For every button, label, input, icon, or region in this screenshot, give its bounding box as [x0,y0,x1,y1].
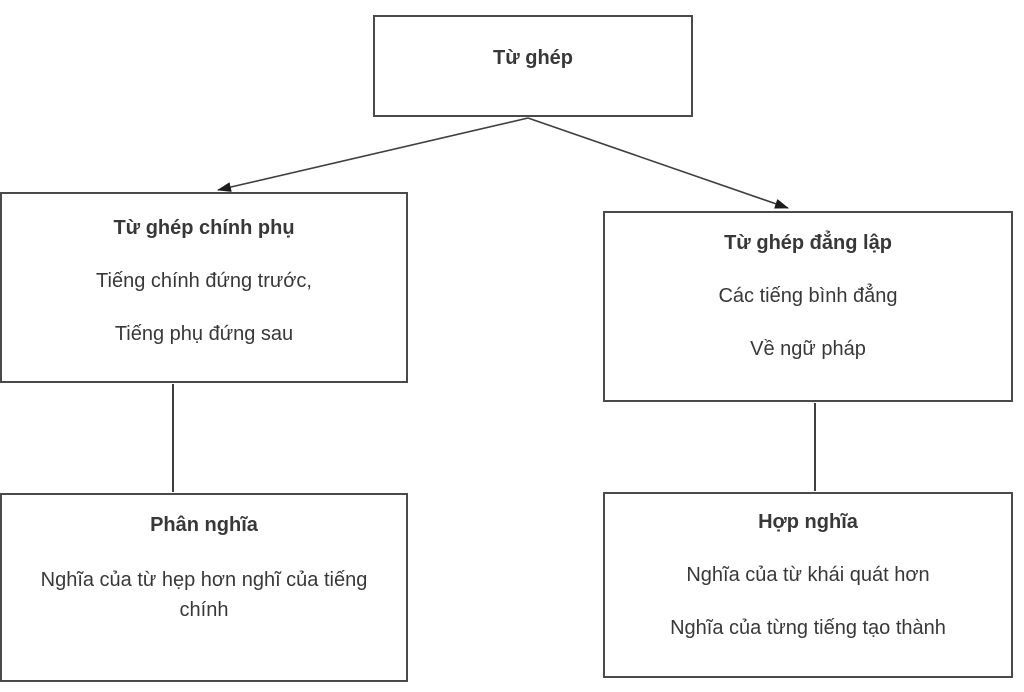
node-branch-chinh-phu-title: Từ ghép chính phụ [113,217,295,239]
node-leaf-hop-nghia: Hợp nghĩa Nghĩa của từ khái quát hơn Ngh… [603,492,1013,678]
node-root: Từ ghép [373,15,693,117]
node-branch-dang-lap-line2: Về ngữ pháp [750,338,866,360]
node-branch-dang-lap: Từ ghép đẳng lập Các tiếng bình đẳng Về … [603,211,1013,402]
node-branch-chinh-phu: Từ ghép chính phụ Tiếng chính đứng trước… [0,192,408,383]
arrow-root-to-left-icon [217,117,529,192]
node-leaf-hop-nghia-line1: Nghĩa của từ khái quát hơn [686,564,930,586]
node-leaf-hop-nghia-title: Hợp nghĩa [758,511,858,533]
arrow-root-to-right-icon [527,117,789,209]
node-leaf-phan-nghia-title: Phân nghĩa [150,514,258,536]
node-leaf-phan-nghia-body: Nghĩa của từ hẹp hơn nghĩ của tiếng chín… [40,569,368,621]
node-branch-chinh-phu-line2: Tiếng phụ đứng sau [114,323,294,345]
node-branch-dang-lap-title: Từ ghép đẳng lập [724,232,892,254]
node-leaf-hop-nghia-line2: Nghĩa của từng tiếng tạo thành [670,617,946,639]
node-root-title: Từ ghép [492,47,574,69]
node-leaf-phan-nghia: Phân nghĩa Nghĩa của từ hẹp hơn nghĩ của… [0,493,408,682]
node-branch-dang-lap-line1: Các tiếng bình đẳng [718,285,898,307]
node-branch-chinh-phu-line1: Tiếng chính đứng trước, [96,270,312,292]
